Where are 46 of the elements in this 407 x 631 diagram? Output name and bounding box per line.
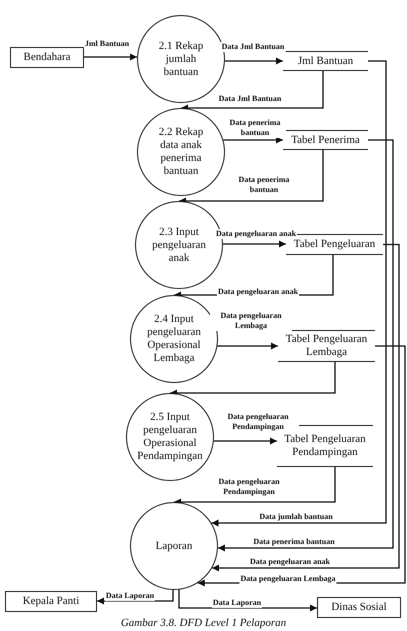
arrow	[170, 362, 336, 396]
edge-label: Data jumlah bantuan	[258, 512, 334, 522]
node-label: Laporan	[154, 540, 194, 552]
edge-label: Data pengeluaran anak	[217, 287, 299, 297]
edge-label: Data pengeluaran anak	[215, 229, 297, 239]
arrow	[217, 342, 278, 350]
arrow	[179, 150, 324, 204]
arrow	[212, 244, 400, 572]
arrow	[218, 139, 394, 552]
arrow	[97, 590, 174, 604]
arrow	[223, 136, 283, 144]
node-label: 2.2 Rekap data anak penerima bantuan	[158, 126, 204, 178]
edge-label: Data pengeluaran Lembaga	[210, 311, 292, 331]
edge-label: Data pengeluaran Lembaga	[239, 574, 337, 584]
node-label: Tabel Pengeluaran Pendampingan	[283, 433, 367, 459]
edge-label: Data Jml Bantuan	[218, 94, 282, 104]
node-label: Kepala Panti	[22, 595, 80, 608]
node-label: Jml Bantuan	[298, 54, 354, 68]
edge-label: Data pengeluaran anak	[249, 557, 331, 567]
edge-label: Jml Bantuan	[84, 39, 130, 49]
node-label: 2.1 Rekap jumlah bantuan	[158, 40, 204, 78]
node-label: Tabel Pengeluaran Lembaga	[284, 333, 368, 359]
arrow	[84, 54, 138, 60]
edge-label: Data Jml Bantuan	[220, 42, 286, 52]
edge-label: Data Laporan	[104, 591, 156, 601]
arrow	[223, 240, 286, 248]
edge-label: Data penerima bantuan	[252, 537, 336, 547]
arrow	[212, 60, 387, 526]
edge-label: Data Laporan	[212, 598, 262, 608]
arrow	[224, 58, 283, 64]
node-label: 2.4 Input pengeluaran Operasional Lembaga	[146, 313, 202, 365]
node-label: Dinas Sosial	[331, 601, 387, 614]
node-label: 2.3 Input pengeluaran anak	[151, 226, 207, 264]
node-label: Tabel Penerima	[291, 134, 360, 146]
node-label: Tabel Pengeluaran	[294, 238, 376, 251]
data-store	[286, 234, 383, 255]
node-label: Bendahara	[23, 51, 71, 64]
entity-box	[10, 47, 84, 68]
node-label: 2.5 Input pengeluaran Operasional Pendampingan	[136, 411, 204, 463]
entity-box	[5, 591, 97, 612]
arrow	[181, 71, 324, 112]
arrow	[214, 438, 277, 444]
arrow	[174, 467, 336, 506]
figure-caption: Gambar 3.8. DFD Level 1 Pelaporan	[120, 617, 288, 629]
entity-box	[317, 597, 401, 618]
arrow	[178, 590, 317, 612]
